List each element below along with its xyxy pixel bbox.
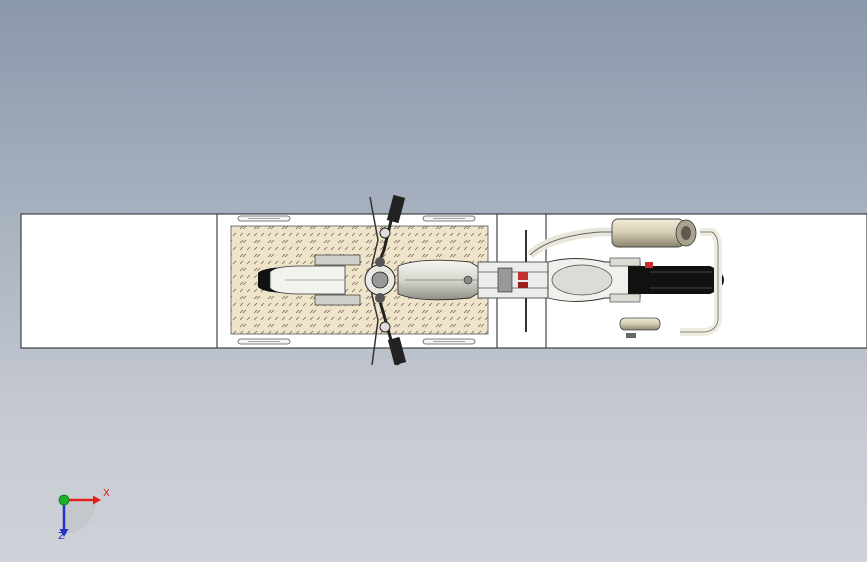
coordinate-triad[interactable]: X Z [44,480,114,550]
tie-down-rails [237,215,476,345]
x-axis-label: X [103,488,110,499]
axis-triad-graphic [58,494,101,537]
motorcycle[interactable] [258,194,724,366]
z-axis-label: Z [58,531,65,542]
